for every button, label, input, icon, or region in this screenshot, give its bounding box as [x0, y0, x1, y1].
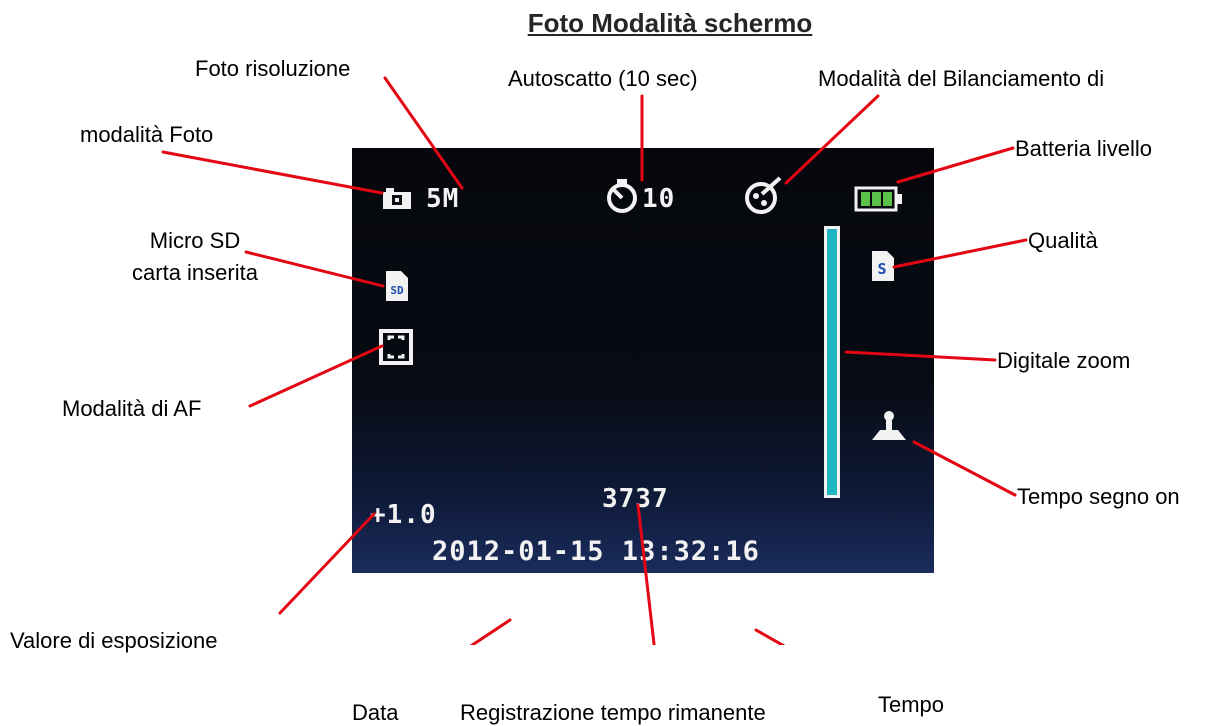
self-timer-icon	[607, 179, 637, 213]
label-qualita: Qualità	[1028, 228, 1098, 253]
pointer-modalita-foto	[161, 150, 384, 195]
label-bilanciamento: Modalità del Bilanciamento di	[818, 66, 1105, 91]
remaining-shots: 3737	[602, 484, 669, 514]
camera-icon	[383, 188, 411, 209]
label-batteria: Batteria livello	[1015, 136, 1152, 161]
pointer-registrazione	[636, 503, 656, 645]
quality-icon: S	[872, 251, 894, 281]
white-balance-icon	[745, 176, 782, 214]
quality-letter: S	[877, 260, 886, 278]
label-digitale-zoom: Digitale zoom	[997, 348, 1131, 373]
label-foto-risoluzione: Foto risoluzione	[195, 56, 351, 81]
exposure-value: +1.0	[370, 500, 437, 530]
digital-zoom-bar	[824, 226, 840, 498]
label-modalita-af: Modalità di AF	[62, 396, 202, 421]
label-modalita-foto: modalità Foto	[80, 122, 214, 147]
battery-icon	[854, 186, 902, 212]
pointer-modalita-af	[248, 344, 384, 408]
label-tempo-segno: Tempo segno on	[1017, 484, 1180, 509]
label-registrazione: Registrazione tempo rimanente	[460, 700, 766, 725]
label-autoscatto: Autoscatto (10 sec)	[508, 66, 698, 91]
pointer-digitale-zoom	[844, 350, 997, 362]
pointer-tempo	[754, 628, 786, 645]
pointer-valore-esposizione	[278, 512, 376, 615]
sd-card-icon: SD	[386, 271, 408, 301]
sd-card-text: SD	[390, 284, 404, 297]
pointer-qualita	[892, 238, 1028, 269]
pointer-tempo-segno	[912, 440, 1017, 497]
pointer-batteria	[896, 146, 1015, 184]
label-micro-sd-line1: Micro SD	[149, 228, 241, 253]
date-stamp-icon	[872, 411, 906, 440]
label-micro-sd-line2: carta inserita	[132, 260, 258, 286]
label-tempo: Tempo	[878, 692, 945, 717]
label-micro-sd: Micro SD carta inserita	[110, 228, 280, 287]
pointer-lines	[161, 76, 1028, 645]
camera-screen: 5M 10 SD S +1.0	[352, 148, 934, 573]
timer-value: 10	[642, 184, 676, 214]
pointer-micro-sd	[244, 250, 385, 288]
page-title: Foto Modalità schermo	[527, 8, 813, 38]
pointer-bilanciamento	[784, 94, 880, 185]
pointer-data	[469, 618, 512, 645]
label-data: Data	[352, 700, 399, 725]
resolution-value: 5M	[426, 184, 460, 214]
date-time: 2012-01-15 13:32:16	[432, 536, 760, 567]
pointer-foto-risoluzione	[383, 76, 464, 190]
